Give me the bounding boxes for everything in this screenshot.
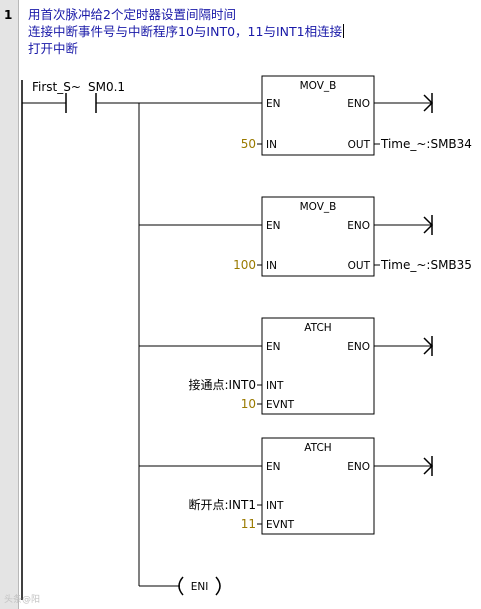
block-atch-1[interactable]: ATCH EN ENO INT EVNT [261,317,375,415]
network-number: 1 [4,8,13,22]
block-mov-b-2[interactable]: MOV_B EN ENO IN OUT [261,196,375,277]
in-value: 100 [233,258,256,272]
text-cursor [343,24,345,38]
pin-eno: ENO [347,341,370,353]
contact-address: SM0.1 [88,80,125,94]
network-gutter: 1 [0,0,19,609]
normally-open-contact[interactable] [65,93,97,113]
out-value: Time_~:SMB34 [380,137,472,151]
block-title: ATCH [304,322,331,334]
comment-line-2: 连接中断事件号与中断程序10与INT0，11与INT1相连接 [28,23,345,40]
evnt-value: 11 [241,517,256,531]
block-title: MOV_B [300,80,337,92]
pin-eno: ENO [347,98,370,110]
block-title: ATCH [304,442,331,454]
coil-label: ENI [191,581,209,593]
evnt-value: 10 [241,397,256,411]
pin-in: IN [266,260,277,272]
int-value: 断开点:INT1 [188,497,256,512]
pin-en: EN [266,98,281,110]
pin-en: EN [266,220,281,232]
out-value: Time_~:SMB35 [380,258,472,272]
pin-int: INT [266,380,284,392]
block-mov-b-1[interactable]: MOV_B EN ENO IN OUT [261,75,375,156]
contact-symbol: First_S~ [32,80,81,94]
pin-int: INT [266,500,284,512]
eni-coil[interactable]: ENI [178,576,221,596]
pin-evnt: EVNT [266,399,295,411]
comment-line-1: 用首次脉冲给2个定时器设置间隔时间 [28,7,236,22]
comment-line-2-text: 连接中断事件号与中断程序10与INT0，11与INT1相连接 [28,24,343,39]
pin-out: OUT [348,139,371,151]
pin-en: EN [266,461,281,473]
network-comment[interactable]: 用首次脉冲给2个定时器设置间隔时间 连接中断事件号与中断程序10与INT0，11… [28,6,345,57]
watermark: 头条@阳 [4,595,41,605]
comment-line-3: 打开中断 [28,41,79,56]
int-value: 接通点:INT0 [188,377,256,392]
pin-in: IN [266,139,277,151]
in-value: 50 [241,137,256,151]
block-atch-2[interactable]: ATCH EN ENO INT EVNT [261,437,375,535]
pin-eno: ENO [347,220,370,232]
block-title: MOV_B [300,201,337,213]
pin-out: OUT [348,260,371,272]
pin-evnt: EVNT [266,519,295,531]
pin-en: EN [266,341,281,353]
pin-eno: ENO [347,461,370,473]
